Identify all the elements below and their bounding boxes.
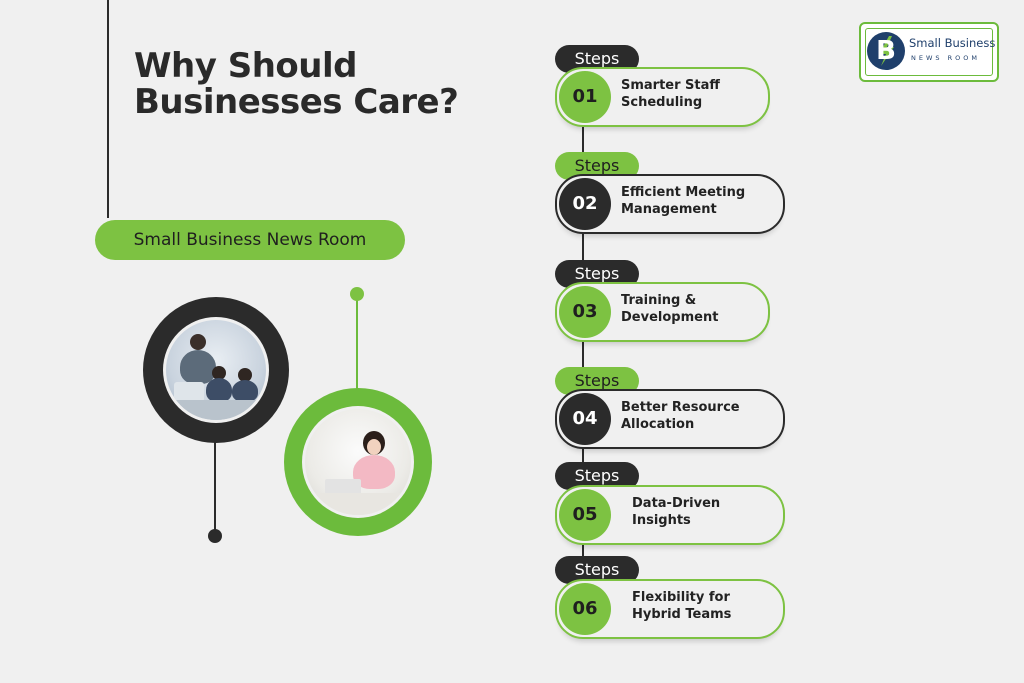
step-number-6: 06 <box>559 583 611 635</box>
logo-frame <box>865 28 993 76</box>
brand-logo: B Small Business NEWS ROOM <box>859 22 999 82</box>
logo-letter: B <box>876 36 896 66</box>
office-team-photo <box>166 320 266 420</box>
step-number-3: 03 <box>559 286 611 338</box>
step-number-1: 01 <box>559 71 611 123</box>
step-tab-4: Steps <box>555 367 639 395</box>
step-card-3: 03 Training & Development <box>555 282 770 342</box>
top-left-divider-line <box>107 0 109 218</box>
step-card-5: 05 Data-Driven Insights <box>555 485 785 545</box>
logo-name: Small Business <box>909 36 996 50</box>
step-label-5: Data-Driven Insights <box>632 496 721 528</box>
green-connector-dot <box>350 287 364 301</box>
green-connector-line <box>356 294 358 390</box>
brand-pill: Small Business News Room <box>95 220 405 260</box>
step-label-3: Training & Development <box>621 293 719 325</box>
logo-subtitle: NEWS ROOM <box>911 54 980 62</box>
step-label-6: Flexibility for Hybrid Teams <box>632 590 732 622</box>
dark-connector-line <box>214 440 216 534</box>
employee-at-laptop-photo <box>305 409 411 515</box>
logo-b-mark-icon: B <box>867 32 905 70</box>
step-card-6: 06 Flexibility for Hybrid Teams <box>555 579 785 639</box>
step-number-4: 04 <box>559 393 611 445</box>
dark-connector-dot <box>208 529 222 543</box>
page-title: Why Should Businesses Care? <box>134 46 459 122</box>
step-label-4: Better Resource Allocation <box>621 400 740 432</box>
step-tab-1: Steps <box>555 45 639 73</box>
step-number-5: 05 <box>559 489 611 541</box>
step-card-2: 02 Efficient Meeting Management <box>555 174 785 234</box>
step-number-2: 02 <box>559 178 611 230</box>
step-card-1: 01 Smarter Staff Scheduling <box>555 67 770 127</box>
step-label-1: Smarter Staff Scheduling <box>621 78 720 110</box>
step-card-4: 04 Better Resource Allocation <box>555 389 785 449</box>
step-label-2: Efficient Meeting Management <box>621 185 746 217</box>
